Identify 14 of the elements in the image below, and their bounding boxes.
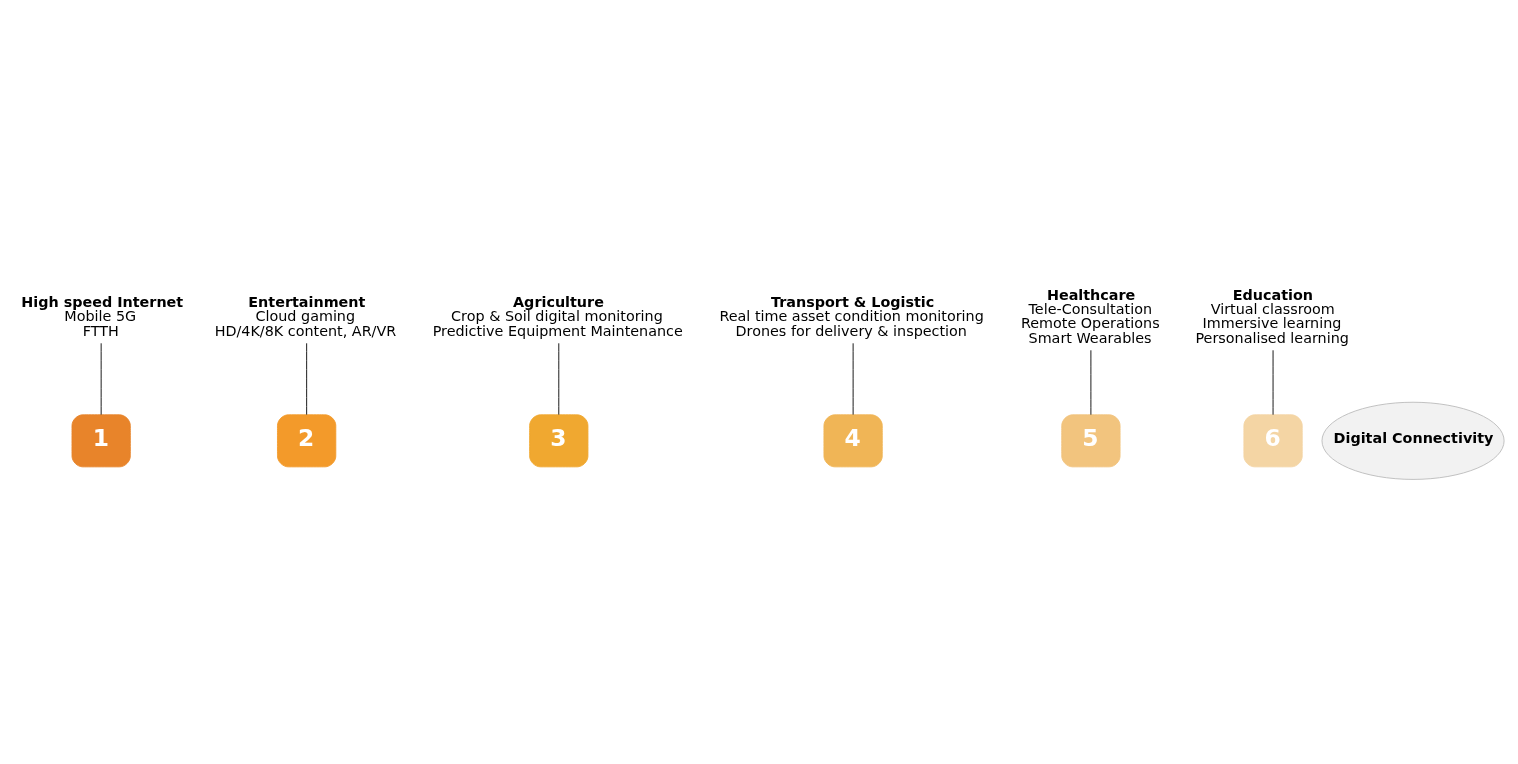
node-text: Entertainment Cloud gaming HD/4K/8K content, AR/VR <box>214 293 397 339</box>
connector <box>306 342 308 415</box>
node-box: 6 <box>1243 413 1303 467</box>
node-box: 1 <box>71 413 131 467</box>
node-box: 5 <box>1061 413 1121 467</box>
node-box: 4 <box>823 413 883 467</box>
node-text: Education Virtual classroom Immersive learning Personalised learning <box>1195 286 1349 346</box>
node-box: 2 <box>277 413 337 467</box>
node-box: 3 <box>529 413 589 467</box>
node-text: Healthcare Tele-Consultation Remote Operations Smart Wearables <box>1020 286 1160 346</box>
node-text: High speed Internet Mobile 5G FTTH <box>21 293 184 339</box>
node-text: Transport & Logistic Real time asset condition monitoring Drones for delivery & inspection <box>719 293 984 339</box>
node-ellipse: Digital Connectivity <box>1321 401 1505 480</box>
node-text: Agriculture Crop & Soil digital monitoring Predictive Equipment Maintenance <box>432 293 683 339</box>
